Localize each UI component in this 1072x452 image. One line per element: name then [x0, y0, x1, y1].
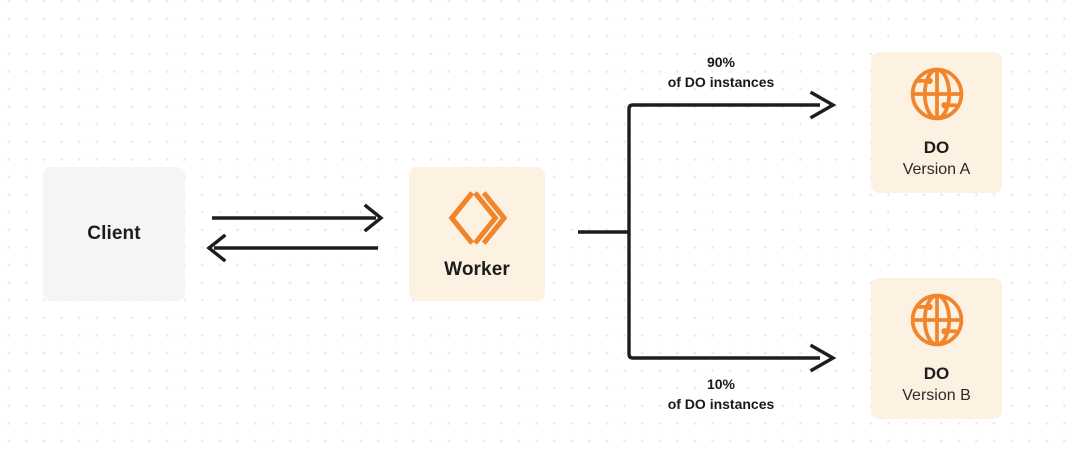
node-worker: Worker	[409, 167, 545, 301]
edge-label-do-b-percent: 10%	[706, 376, 736, 392]
node-do-b-label: DO	[923, 364, 950, 383]
globe-icon	[907, 290, 967, 350]
cloudflare-workers-icon	[446, 187, 508, 249]
node-do-a-version: Version A	[902, 161, 971, 179]
arrowhead-to-do-b	[809, 343, 837, 373]
node-do-version-a: DO Version A	[871, 52, 1002, 193]
node-worker-label: Worker	[444, 259, 510, 281]
edge-label-do-b-caption: of DO instances	[667, 396, 775, 413]
arrow-worker-to-client	[206, 233, 378, 263]
edge-label-do-a-caption: of DO instances	[667, 74, 775, 91]
edge-label-do-a-percent: 90%	[706, 54, 736, 70]
arrowhead-to-do-a	[809, 90, 837, 120]
connector-worker-split	[578, 103, 820, 360]
node-do-b-version: Version B	[902, 387, 971, 405]
node-client-label: Client	[87, 223, 141, 245]
node-do-a-label: DO	[923, 138, 950, 157]
arrow-client-to-worker	[212, 203, 384, 233]
globe-icon	[907, 64, 967, 124]
edge-label-do-a: 90% of DO instances	[625, 52, 817, 93]
edge-label-do-b: 10% of DO instances	[625, 374, 817, 415]
node-do-version-b: DO Version B	[871, 278, 1002, 419]
node-client: Client	[43, 167, 185, 301]
